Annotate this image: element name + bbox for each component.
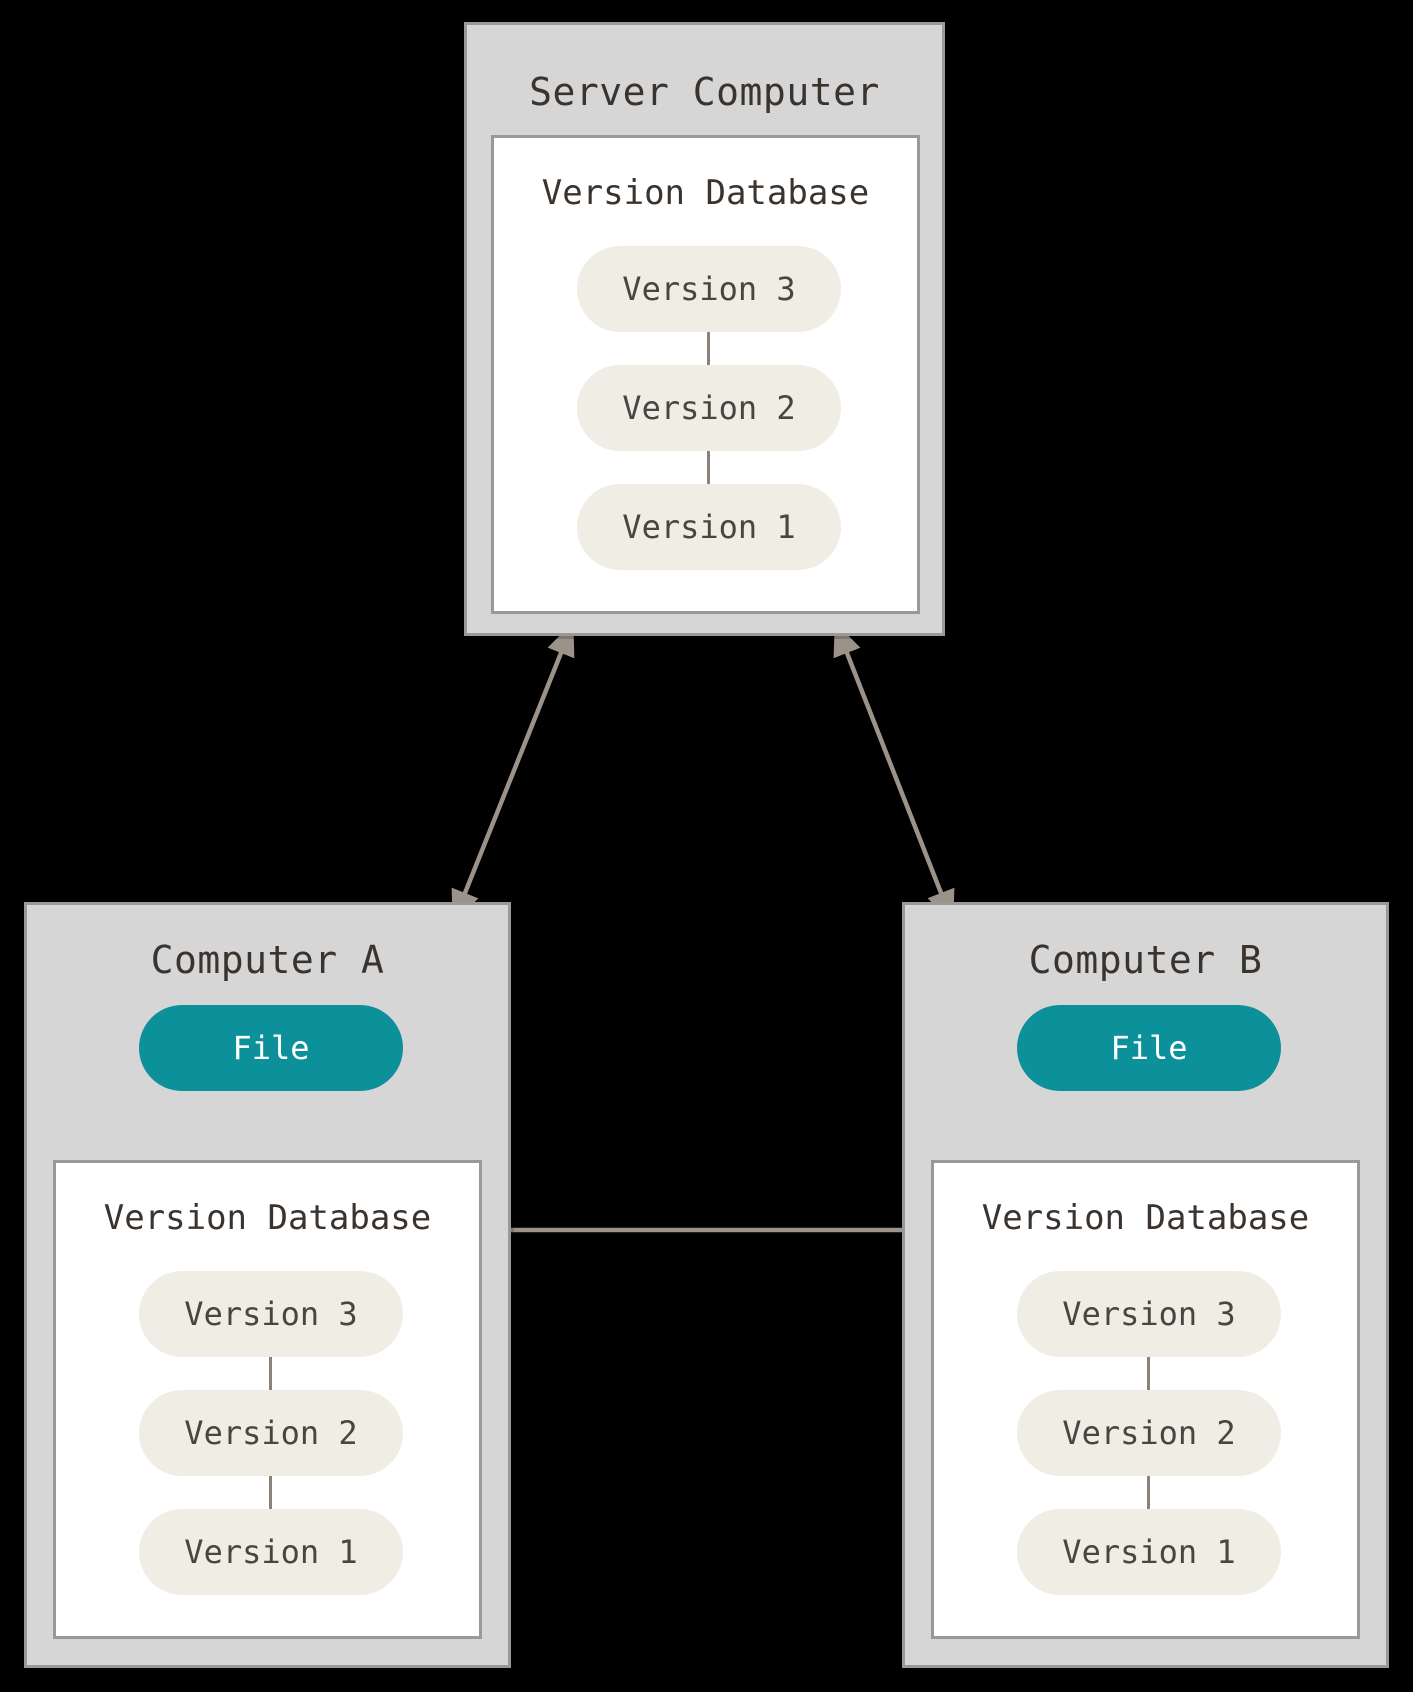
computer-a-version-2-pill[interactable]: Version 2: [139, 1390, 403, 1476]
computer-b-file-pill[interactable]: File: [1017, 1005, 1281, 1091]
computer-b-version-database-panel[interactable]: Version Database Version 3 Version 2 Ver…: [931, 1160, 1360, 1639]
computer-a-version-3-label: Version 3: [184, 1295, 358, 1333]
computer-a-version-connector-2-1: [269, 1476, 272, 1509]
computer-b-version-3-label: Version 3: [1062, 1295, 1236, 1333]
computer-a-version-1-label: Version 1: [184, 1533, 358, 1571]
server-version-3-pill[interactable]: Version 3: [577, 246, 841, 332]
computer-a-version-1-pill[interactable]: Version 1: [139, 1509, 403, 1595]
server-version-database-panel[interactable]: Version Database Version 3 Version 2 Ver…: [491, 135, 920, 614]
computer-a-file-label: File: [232, 1029, 310, 1067]
computer-b-version-database-title: Version Database: [981, 1198, 1310, 1238]
connector-computer-a-to-server: [451, 622, 575, 924]
computer-a-file-pill[interactable]: File: [139, 1005, 403, 1091]
server-version-1-pill[interactable]: Version 1: [577, 484, 841, 570]
computer-b-version-connector-2-1: [1147, 1476, 1150, 1509]
computer-a-version-database-title: Version Database: [103, 1198, 432, 1238]
computer-a-title: Computer A: [150, 938, 385, 982]
computer-b-version-3-pill[interactable]: Version 3: [1017, 1271, 1281, 1357]
computer-b-version-connector-3-2: [1147, 1357, 1150, 1390]
computer-b-version-1-pill[interactable]: Version 1: [1017, 1509, 1281, 1595]
computer-a-panel[interactable]: Computer A File Version Database Version…: [24, 902, 511, 1668]
server-version-2-pill[interactable]: Version 2: [577, 365, 841, 451]
computer-b-version-2-label: Version 2: [1062, 1414, 1236, 1452]
server-computer-panel[interactable]: Server Computer Version Database Version…: [464, 22, 945, 636]
computer-a-version-connector-3-2: [269, 1357, 272, 1390]
server-version-3-label: Version 3: [622, 270, 796, 308]
server-version-connector-2-1: [707, 451, 710, 484]
server-computer-title: Server Computer: [529, 70, 880, 114]
computer-b-file-label: File: [1110, 1029, 1188, 1067]
computer-a-version-database-panel[interactable]: Version Database Version 3 Version 2 Ver…: [53, 1160, 482, 1639]
server-version-database-title: Version Database: [541, 173, 870, 213]
computer-b-version-1-label: Version 1: [1062, 1533, 1236, 1571]
computer-b-title: Computer B: [1028, 938, 1263, 982]
server-version-1-label: Version 1: [622, 508, 796, 546]
computer-b-panel[interactable]: Computer B File Version Database Version…: [902, 902, 1389, 1668]
server-version-connector-3-2: [707, 332, 710, 365]
connector-computer-b-to-server: [833, 622, 955, 924]
computer-a-version-2-label: Version 2: [184, 1414, 358, 1452]
computer-a-version-3-pill[interactable]: Version 3: [139, 1271, 403, 1357]
server-version-2-label: Version 2: [622, 389, 796, 427]
computer-b-version-2-pill[interactable]: Version 2: [1017, 1390, 1281, 1476]
